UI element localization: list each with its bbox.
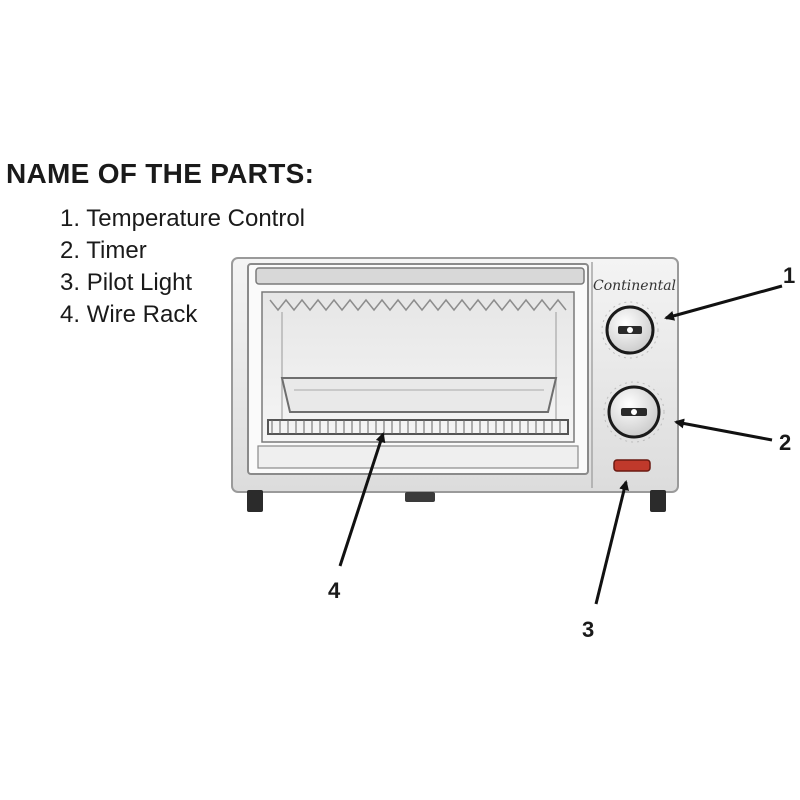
part-number: 4. bbox=[60, 301, 81, 328]
wire-rack bbox=[267, 419, 569, 435]
brand-logo: Continental bbox=[593, 278, 676, 294]
door-window bbox=[261, 291, 575, 443]
heating-element bbox=[269, 298, 567, 312]
callout-label-3: 3 bbox=[582, 617, 595, 642]
temperature-knob[interactable] bbox=[601, 301, 659, 359]
part-label: Timer bbox=[86, 237, 147, 264]
crumb-tray-handle bbox=[405, 492, 435, 502]
part-label: Temperature Control bbox=[86, 205, 306, 232]
parts-heading: NAME OF THE PARTS: bbox=[6, 158, 315, 189]
oven-door bbox=[247, 263, 589, 475]
callout-arrow-1 bbox=[664, 284, 783, 321]
oven-foot bbox=[650, 490, 666, 512]
callout-arrow-2 bbox=[674, 418, 773, 442]
parts-list: 1. Temperature Control 2. Timer 3. Pilot… bbox=[60, 203, 305, 331]
callout-arrow-3 bbox=[594, 480, 629, 605]
part-number: 1. bbox=[60, 205, 81, 232]
parts-list-item: 4. Wire Rack bbox=[60, 299, 305, 331]
door-handle bbox=[255, 267, 585, 285]
callout-label-4: 4 bbox=[328, 578, 341, 603]
pilot-light bbox=[613, 459, 651, 472]
part-number: 3. bbox=[60, 269, 81, 296]
timer-knob[interactable] bbox=[603, 381, 665, 443]
part-label: Pilot Light bbox=[86, 269, 193, 296]
control-panel: Continental bbox=[591, 262, 676, 488]
callout-label-1: 1 bbox=[783, 263, 796, 288]
parts-list-item: 1. Temperature Control bbox=[60, 203, 305, 235]
parts-list-item: 2. Timer bbox=[60, 235, 305, 267]
parts-list-item: 3. Pilot Light bbox=[60, 267, 305, 299]
callout-label-2: 2 bbox=[779, 430, 792, 455]
oven-foot bbox=[247, 490, 263, 512]
baking-pan bbox=[280, 377, 558, 413]
part-number: 2. bbox=[60, 237, 81, 264]
callout-arrow-4 bbox=[338, 432, 386, 567]
part-label: Wire Rack bbox=[86, 301, 198, 328]
